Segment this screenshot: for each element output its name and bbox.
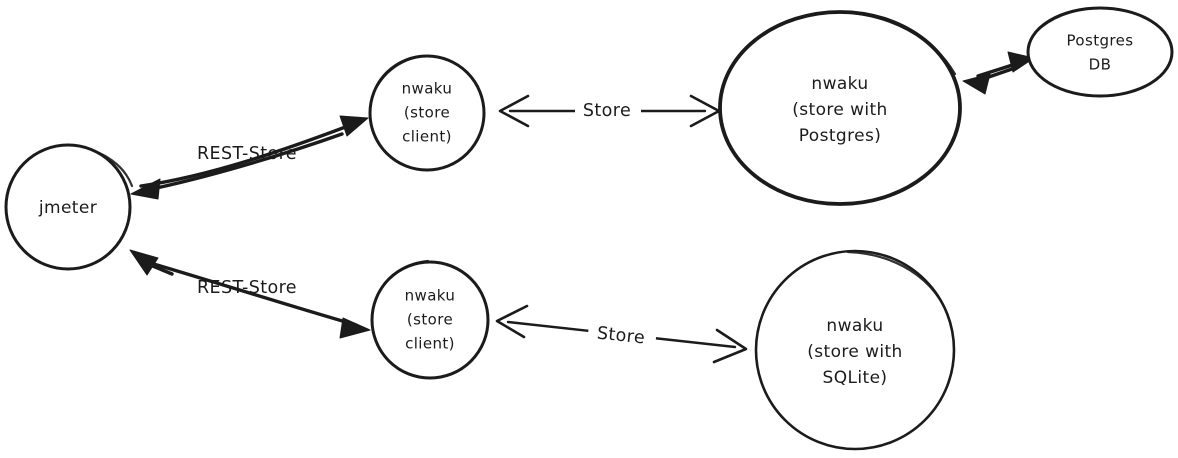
edge-store-client-top-to-postgres-node: Store	[498, 94, 721, 128]
node-nwaku-store-client-top-shape[interactable]	[368, 54, 486, 172]
edge-label-rest-store-top: REST-Store	[197, 144, 297, 164]
edge-line-return	[978, 67, 1014, 82]
edge-postgres-node-to-postgres-db	[962, 51, 1035, 95]
node-nwaku-store-postgres[interactable]: nwaku (store with Postgres)	[718, 10, 962, 206]
node-jmeter-shape[interactable]	[4, 143, 132, 271]
arrow-head-right	[712, 328, 748, 364]
node-nwaku-store-sqlite-sketch-overlap	[846, 250, 954, 332]
arrow-head-left	[130, 178, 161, 200]
node-nwaku-store-sqlite-label-line-3: SQLite)	[823, 368, 888, 388]
edge-line	[145, 260, 358, 327]
node-postgres-db[interactable]: Postgres DB	[1026, 6, 1174, 98]
node-jmeter-sketch-overlap	[90, 148, 134, 188]
node-nwaku-store-client-top-label-line-3: client)	[402, 128, 452, 146]
node-nwaku-store-client-top[interactable]: nwaku (store client)	[368, 54, 486, 172]
arrow-head-left	[498, 94, 530, 128]
node-nwaku-store-sqlite[interactable]: nwaku (store with SQLite)	[754, 249, 956, 451]
arrow-head-left	[129, 249, 159, 276]
edge-line-return	[145, 132, 344, 192]
node-postgres-db-label-line-1: Postgres	[1067, 32, 1134, 50]
node-nwaku-store-client-bottom-label-line-3: client)	[405, 335, 455, 353]
edge-store-client-bottom-to-sqlite-node: Store	[495, 304, 748, 364]
node-nwaku-store-client-top-label-line-2: (store	[404, 104, 450, 122]
edge-jmeter-to-store-client-bottom: REST-Store	[129, 249, 371, 339]
node-nwaku-store-sqlite-label-line-1: nwaku	[826, 316, 883, 336]
node-nwaku-store-client-bottom-label-line-2: (store	[407, 311, 453, 329]
node-nwaku-store-postgres-label-line-1: nwaku	[811, 74, 868, 94]
edge-label-rest-store-bottom: REST-Store	[197, 278, 297, 298]
arrow-head-right	[339, 115, 369, 137]
node-jmeter-label-line-1: jmeter	[38, 198, 97, 218]
node-nwaku-store-postgres-sketch-overlap	[833, 10, 957, 76]
node-jmeter[interactable]: jmeter	[4, 143, 134, 271]
arrow-head-right	[339, 317, 371, 339]
node-nwaku-store-client-bottom-label-line-1: nwaku	[405, 287, 456, 305]
node-postgres-db-sketch-overlap	[1034, 6, 1100, 34]
node-postgres-db-shape[interactable]	[1026, 6, 1174, 98]
node-nwaku-store-postgres-label-line-2: (store with	[792, 100, 888, 120]
node-nwaku-store-client-bottom[interactable]: nwaku (store client)	[370, 259, 490, 380]
node-nwaku-store-postgres-label-line-3: Postgres)	[799, 126, 882, 146]
node-nwaku-store-client-bottom-sketch-overlap	[376, 259, 430, 296]
node-nwaku-store-client-top-sketch-overlap	[374, 54, 426, 90]
edge-label-store-top: Store	[583, 101, 631, 121]
edge-line	[139, 121, 358, 188]
edge-label-backdrop	[586, 320, 658, 352]
node-postgres-db-label-line-2: DB	[1089, 56, 1112, 74]
node-nwaku-store-client-bottom-shape[interactable]	[370, 260, 490, 380]
edge-jmeter-to-store-client-top: REST-Store	[130, 115, 369, 200]
node-nwaku-store-client-top-label-line-1: nwaku	[402, 80, 453, 98]
arrow-head-left	[495, 304, 529, 339]
node-nwaku-store-sqlite-shape[interactable]	[754, 249, 956, 451]
edge-label-backdrop	[575, 99, 641, 123]
node-nwaku-store-sqlite-label-line-2: (store with	[807, 342, 903, 362]
